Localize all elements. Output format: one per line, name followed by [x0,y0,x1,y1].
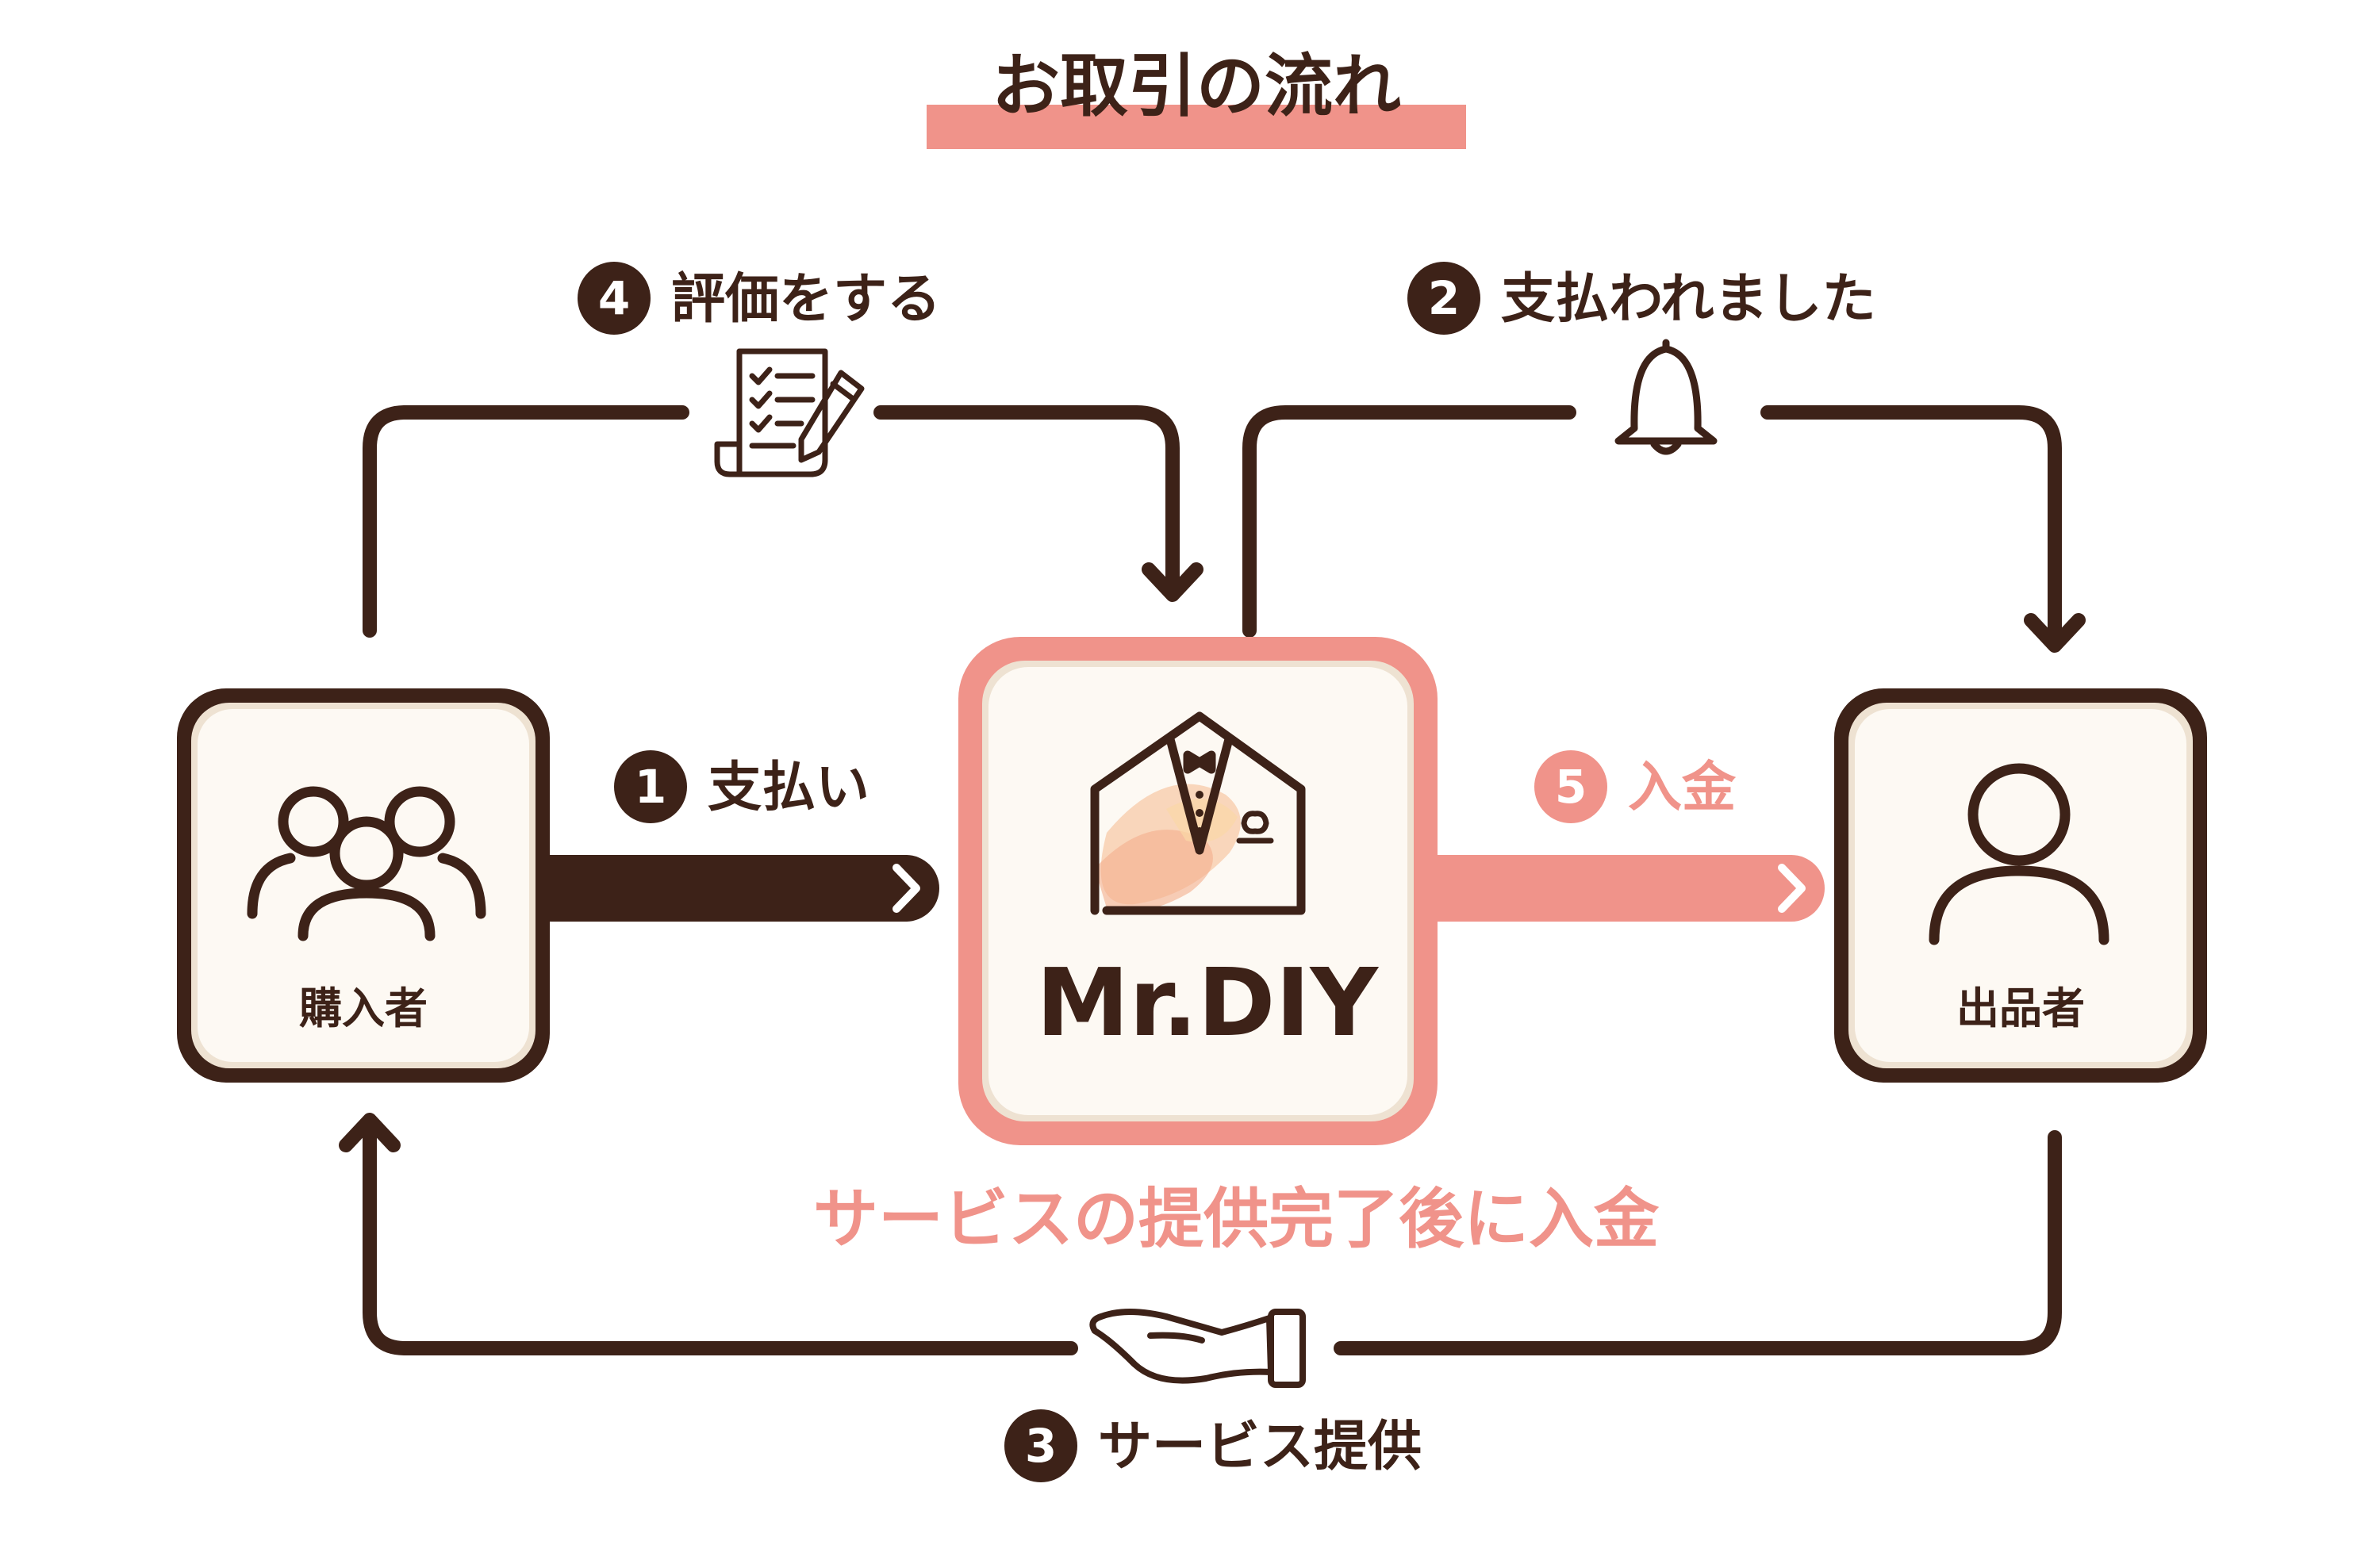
seller-label: 出品者 [1956,983,2085,1033]
step-number-badge [1534,750,1607,823]
connector-step2-left [1242,405,1576,638]
step-text: 支払われました [1501,268,1876,331]
user-icon [1929,763,2109,945]
buyer-node: 購入者 [177,688,550,1083]
arrowhead-step2 [2024,613,2086,653]
arrowhead-step3 [339,1113,401,1152]
step3-label: 3 サービス提供 [1004,1409,1422,1482]
step-text: 評価をする [671,268,941,331]
step-text: サービス提供 [1098,1416,1422,1478]
checklist-pencil-icon [714,348,865,477]
step-number: 4 [598,271,630,325]
page-title: お取引の流れ [992,47,1401,126]
step-number-badge [1407,262,1480,335]
connector-step3-right [1334,1130,2062,1355]
deposit-notice: サービスの提供完了後に入金 [813,1182,1660,1257]
platform-node: Mr.DIY [958,637,1438,1145]
title-block: お取引の流れ [927,47,1466,149]
step1-label: 1 支払い [614,750,869,823]
connector-step4-right [873,405,1180,594]
step-number: 1 [635,760,666,814]
step-number-badge [1004,1409,1077,1482]
title-underline [927,105,1466,149]
chevron-right-icon [1778,864,1806,913]
watercolor-splash [1095,784,1241,912]
step-text: 入金 [1628,757,1737,819]
bell-icon [1614,339,1718,455]
step-number: 2 [1428,271,1460,325]
step5-label: 5 入金 [1534,750,1737,823]
logo-text-part: Mr.D [1036,948,1276,1057]
platform-logo-text: Mr.DIY [1036,948,1379,1057]
step-number: 3 [1025,1419,1057,1473]
connector-step2-right [1760,405,2062,642]
open-hand-icon [1089,1309,1306,1388]
connectors [339,405,2086,1355]
seller-node: 出品者 [1834,688,2207,1083]
step-number: 5 [1555,760,1587,814]
group-users-icon [247,786,486,941]
logo-text-part: Y [1308,948,1379,1057]
logo-text-i: I [1276,948,1311,1057]
house-tuxedo-logo [1090,711,1306,915]
step-text: 支払い [708,757,869,819]
chevron-right-icon [892,864,920,913]
step-number-badge [614,750,687,823]
deposit-arrow [1420,855,1825,922]
step2-label: 2 支払われました [1407,262,1876,335]
buyer-label: 購入者 [299,983,428,1033]
connector-step4-left [363,405,689,638]
arrowhead-step4 [1142,562,1203,602]
payment-arrow [539,855,939,922]
step4-label: 4 評価をする [578,262,941,335]
step-number-badge [578,262,651,335]
connector-step3-left [363,1127,1078,1355]
